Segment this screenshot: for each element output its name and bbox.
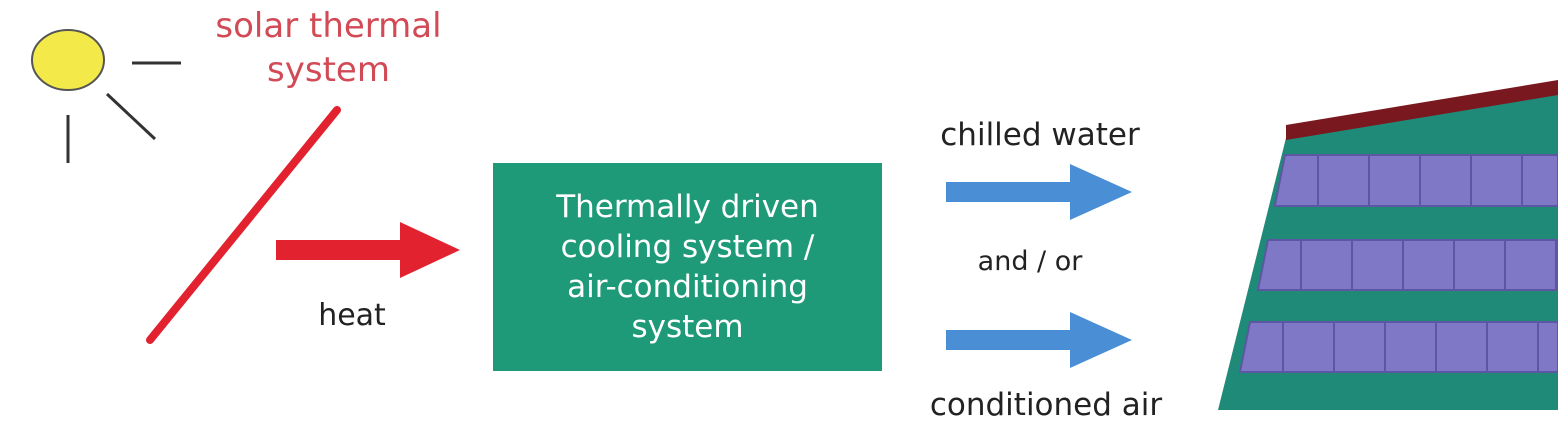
- cooling-box-line-2: cooling system /: [560, 229, 815, 265]
- building-roof: [1286, 80, 1558, 140]
- conditioned-air-label: conditioned air: [929, 387, 1163, 423]
- heat-label: heat: [318, 298, 386, 333]
- window-row: [1256, 239, 1558, 291]
- solar-thermal-system-label: solar thermal system: [196, 4, 461, 92]
- building-icon: [1218, 80, 1558, 410]
- sun-ray: [105, 92, 157, 141]
- window-row: [1238, 321, 1558, 373]
- building-windows: [1238, 154, 1558, 373]
- heat-arrow: [276, 222, 460, 278]
- solar-collector: [146, 106, 341, 344]
- window-row: [1273, 154, 1558, 207]
- cooling-box-line-4: system: [631, 309, 744, 345]
- solar-label-line-2: system: [267, 50, 390, 90]
- cooling-box-line-1: Thermally driven: [556, 189, 819, 225]
- chilled-water-label: chilled water: [940, 117, 1140, 153]
- and-or-label: and / or: [977, 246, 1083, 277]
- sun-icon: [31, 29, 181, 163]
- chilled-water-arrow: [946, 164, 1132, 220]
- sun-disc: [31, 29, 105, 91]
- cooling-system-text: Thermally driven cooling system / air-co…: [556, 187, 819, 347]
- cooling-system-box: Thermally driven cooling system / air-co…: [493, 163, 882, 371]
- conditioned-air-arrow: [946, 312, 1132, 368]
- solar-label-line-1: solar thermal: [215, 6, 442, 46]
- cooling-box-line-3: air-conditioning: [567, 269, 808, 305]
